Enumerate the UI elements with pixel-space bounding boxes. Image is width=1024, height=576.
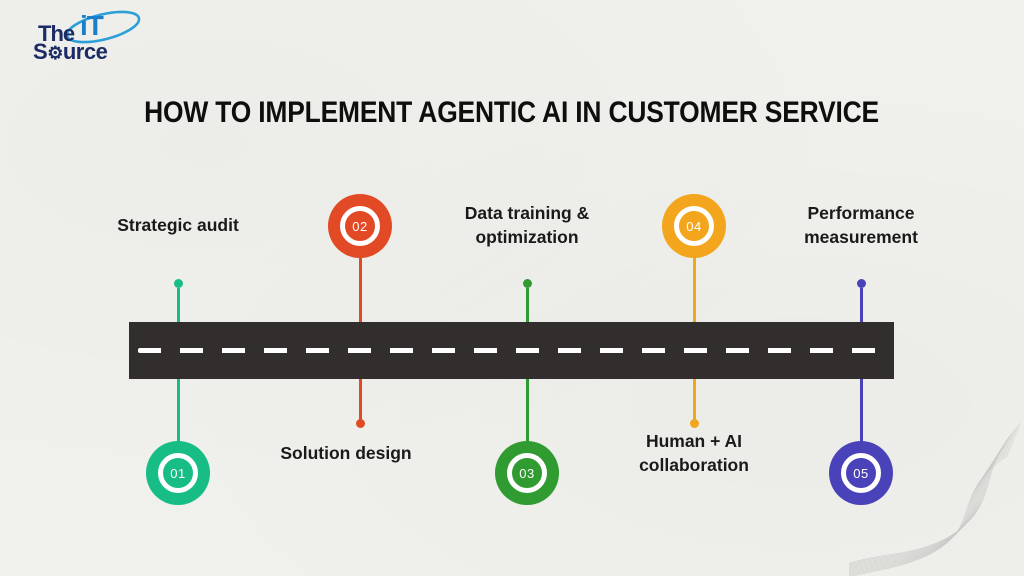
logo-word-it: iT [80, 10, 104, 41]
step-label: Solution design [280, 443, 412, 464]
step-connector-dot [355, 419, 365, 428]
step-connector-dot [522, 279, 532, 288]
logo-orbit-icon [65, 10, 141, 44]
step-number: 02 [352, 218, 368, 234]
step-label: Performance measurement [804, 203, 918, 247]
road-center-line [138, 348, 885, 353]
timeline-step-1: Strategic audit 01 [93, 0, 263, 576]
step-connector-dot [173, 279, 183, 288]
logo-word-source: S⚙urce [33, 39, 108, 65]
timeline-step-4: 04 Human + AI collaboration [609, 0, 779, 576]
step-number-badge: 01 [146, 441, 210, 505]
wave-lines-group [849, 422, 1022, 576]
page-title: HOW TO IMPLEMENT AGENTIC AI IN CUSTOMER … [144, 96, 880, 129]
timeline-step-3: Data training & optimization 03 [442, 0, 612, 576]
step-label: Strategic audit [117, 215, 239, 236]
road [129, 322, 894, 379]
logo-source-prefix: S [33, 39, 48, 64]
step-number: 05 [853, 465, 869, 481]
step-number-ring: 05 [841, 453, 881, 493]
logo-word-the: The [38, 21, 75, 46]
step-number: 03 [519, 465, 535, 481]
step-number-badge: 02 [328, 194, 392, 258]
gear-icon: ⚙ [47, 43, 63, 63]
timeline-step-2: 02 Solution design [275, 0, 445, 576]
step-label: Human + AI collaboration [639, 431, 749, 475]
step-number-ring: 03 [507, 453, 547, 493]
decorative-waves-pattern [849, 422, 1022, 576]
logo-source-suffix: urce [62, 39, 108, 64]
step-number-ring: 02 [340, 206, 380, 246]
timeline-step-5: Performance measurement 05 [776, 0, 946, 576]
step-number: 04 [686, 218, 702, 234]
step-number-ring: 04 [674, 206, 714, 246]
step-label: Data training & optimization [464, 203, 590, 247]
step-connector-dot [689, 419, 699, 428]
step-connector-dot [856, 279, 866, 288]
step-number: 01 [170, 465, 186, 481]
step-number-badge: 05 [829, 441, 893, 505]
logo: The iT S⚙urce [28, 10, 168, 76]
step-number-ring: 01 [158, 453, 198, 493]
step-number-badge: 04 [662, 194, 726, 258]
step-number-badge: 03 [495, 441, 559, 505]
